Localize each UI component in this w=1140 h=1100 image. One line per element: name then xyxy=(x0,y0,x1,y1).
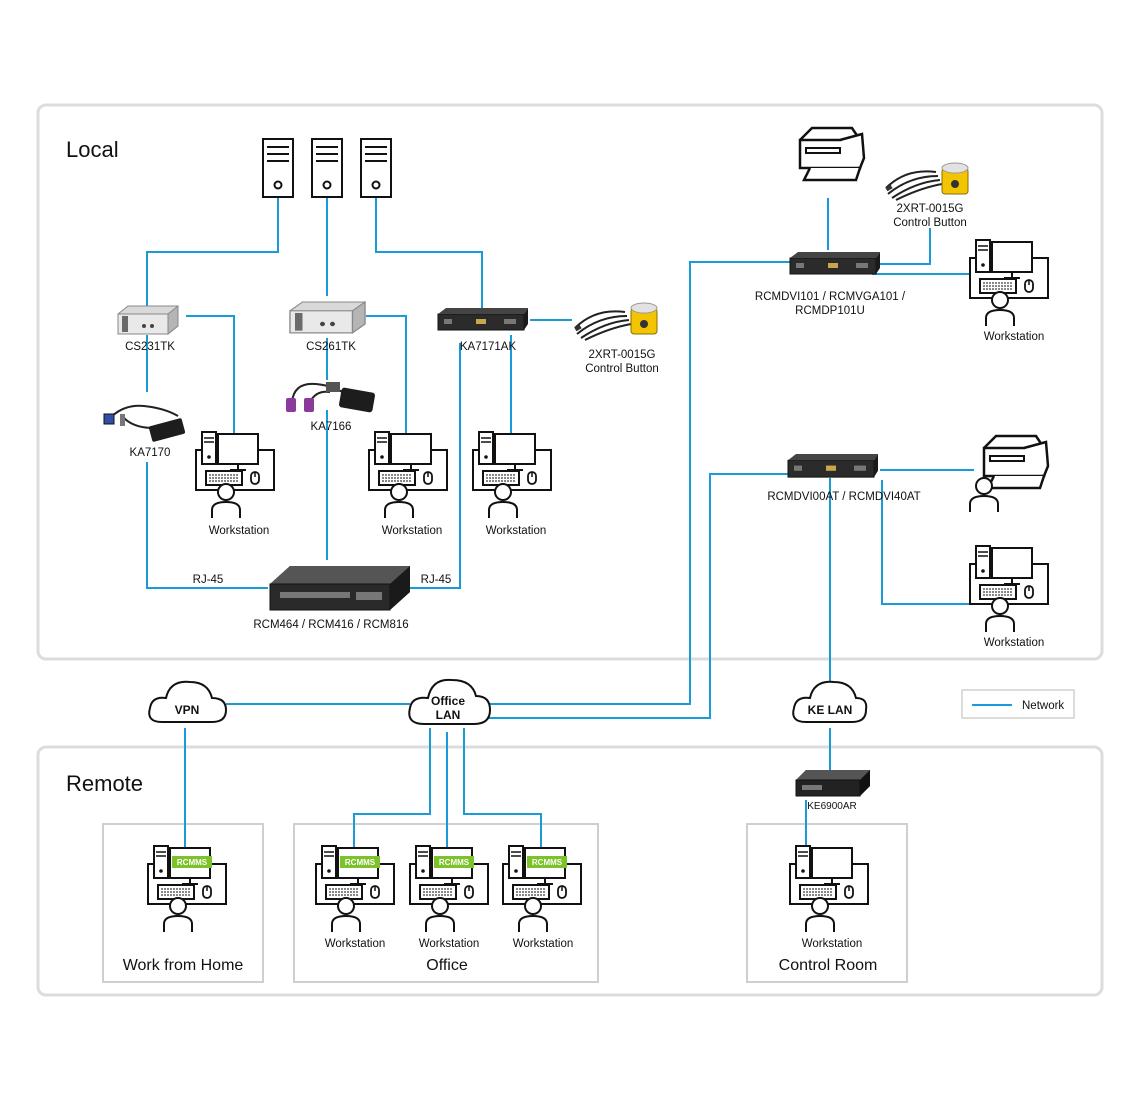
svg-text:RCMMS: RCMMS xyxy=(345,858,376,867)
svg-text:RCMMS: RCMMS xyxy=(532,858,563,867)
cs261tk-device xyxy=(289,301,366,334)
workstation-label: Workstation xyxy=(382,525,443,537)
workstation-icon xyxy=(789,845,869,933)
local-title: Local xyxy=(66,137,119,162)
rcmdvi00at-label: RCMDVI00AT / RCMDVI40AT xyxy=(767,491,920,503)
control-button-icon xyxy=(884,162,969,201)
printer-icon xyxy=(798,126,866,182)
svg-text:LAN: LAN xyxy=(436,708,461,722)
control-room-box xyxy=(746,823,908,983)
rcmdvi101-device xyxy=(789,251,881,275)
rj45-left-label: RJ-45 xyxy=(193,574,224,586)
svg-text:KE LAN: KE LAN xyxy=(808,703,853,717)
rcm-device xyxy=(269,565,411,611)
rcmdvi101-label-line2: RCMDP101U xyxy=(795,305,865,317)
workstation-label: Workstation xyxy=(513,938,574,950)
cs231tk-label: CS231TK xyxy=(125,341,175,353)
svg-text:RCMMS: RCMMS xyxy=(177,858,208,867)
remote-title: Remote xyxy=(66,771,143,796)
server-icon xyxy=(360,138,392,198)
ka7171ak-label: KA7171AK xyxy=(460,341,517,353)
control-button-top-desc: Control Button xyxy=(893,217,967,229)
rcmms-badge: RCMMS xyxy=(527,856,567,868)
ke-lan-cloud: KE LAN xyxy=(792,680,868,723)
workstation-label: Workstation xyxy=(984,637,1045,649)
ke6900ar-device xyxy=(795,769,871,797)
workstation-icon xyxy=(472,431,552,519)
workstation-label: Workstation xyxy=(209,525,270,537)
workstation-label: Workstation xyxy=(984,331,1045,343)
workstation-icon xyxy=(969,545,1049,633)
workstation-icon xyxy=(368,431,448,519)
svg-text:RCMMS: RCMMS xyxy=(439,858,470,867)
workstation-label: Workstation xyxy=(325,938,386,950)
home-area-label: Work from Home xyxy=(123,957,244,974)
control-room-area-label: Control Room xyxy=(779,957,878,974)
office-area-label: Office xyxy=(426,957,468,974)
rcmms-badge: RCMMS xyxy=(340,856,380,868)
svg-text:Network: Network xyxy=(1022,700,1064,712)
rcmdvi101-label-line1: RCMDVI101 / RCMVGA101 / xyxy=(755,291,906,303)
control-button-icon xyxy=(573,302,658,341)
svg-text:VPN: VPN xyxy=(175,703,200,717)
ke6900ar-label: KE6900AR xyxy=(807,801,856,812)
rj45-right-label: RJ-45 xyxy=(421,574,452,586)
rcmdvi00at-device xyxy=(787,453,879,478)
ka7166-dongle xyxy=(285,381,377,414)
rcmms-badge: RCMMS xyxy=(172,856,212,868)
workstation-label: Workstation xyxy=(419,938,480,950)
ka7171ak-device xyxy=(437,307,529,331)
server-icon xyxy=(262,138,294,198)
server-icon xyxy=(311,138,343,198)
workstation-icon xyxy=(969,239,1049,327)
home-box xyxy=(102,823,264,983)
ka7170-label: KA7170 xyxy=(130,447,171,459)
workstation-label: Workstation xyxy=(486,525,547,537)
ka7170-dongle xyxy=(103,404,187,444)
local-panel xyxy=(36,103,1104,661)
legend: Network xyxy=(961,689,1075,719)
cs261tk-label: CS261TK xyxy=(306,341,356,353)
workstation-icon xyxy=(195,431,275,519)
control-button-local-model: 2XRT-0015G xyxy=(589,349,656,361)
svg-text:Office: Office xyxy=(431,694,465,708)
ka7166-label: KA7166 xyxy=(311,421,352,433)
vpn-cloud: VPN xyxy=(148,680,228,723)
printer-with-user-icon xyxy=(969,434,1050,512)
control-button-top-model: 2XRT-0015G xyxy=(897,203,964,215)
workstation-label: Workstation xyxy=(802,938,863,950)
remote-panel xyxy=(36,745,1104,997)
rcm-label: RCM464 / RCM416 / RCM816 xyxy=(253,619,408,631)
rcmms-badge: RCMMS xyxy=(434,856,474,868)
control-button-local-desc: Control Button xyxy=(585,363,659,375)
network-connections xyxy=(146,197,974,852)
office-lan-cloud: Office LAN xyxy=(408,678,492,725)
cs231tk-device xyxy=(117,305,179,335)
